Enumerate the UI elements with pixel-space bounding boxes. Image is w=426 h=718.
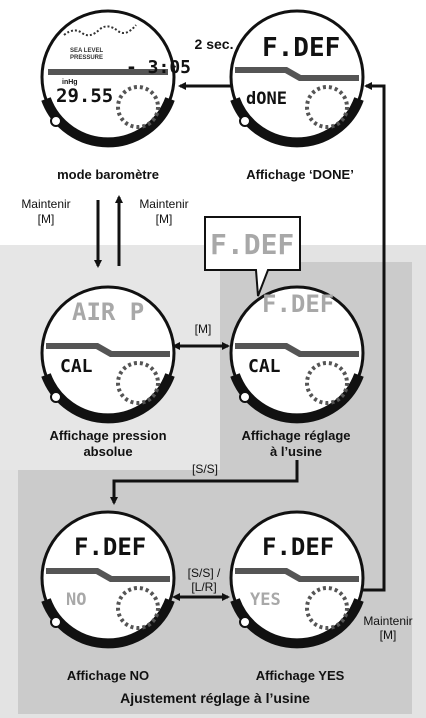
label-ss-lr-line2: [L/R] [191,580,217,594]
barometer-sea-level-text: SEA LEVEL [70,48,103,54]
label-hold-m-up-line2: [M] [155,212,173,226]
factory-bottom-text: CAL [248,356,281,377]
watch-done [229,9,365,148]
caption-no: Affichage NO [66,668,150,683]
yes-bottom-text: YES [250,590,281,610]
watch-factory [229,285,365,424]
caption-barometer: mode baromètre [57,167,159,182]
no-top-text: F.DEF [74,533,146,561]
label-ss-lr-line1: [S/S] / [187,566,221,580]
label-hold-m-down-line2: [M] [37,212,55,226]
barometer-value-right: - 3:05 [126,57,191,78]
label-hold-m-right-line1: Maintenir [363,614,413,628]
caption-yes: Affichage YES [255,668,345,683]
label-m: [M] [194,322,212,336]
pressure-top-text: AIR P [72,298,144,326]
section-title: Ajustement réglage à l’usine [120,690,310,706]
caption-pressure-line1: Affichage pression [49,428,167,443]
watch-no [40,510,176,649]
no-bottom-text: NO [66,590,86,610]
watch-barometer [40,9,176,148]
label-hold-m-down-line1: Maintenir [21,197,71,211]
caption-factory-line1: Affichage réglage [241,428,351,443]
factory-top-text: F.DEF [262,290,334,318]
pressure-bottom-text: CAL [60,356,93,377]
zoom-callout-text: F.DEF [210,228,294,261]
done-top-text: F.DEF [262,33,340,63]
label-hold-m-right-line2: [M] [379,628,397,642]
caption-factory-line2: à l’usine [269,444,323,459]
arrow-yes-to-done [362,82,386,592]
label-ss: [S/S] [191,462,218,476]
yes-top-text: F.DEF [262,533,334,561]
done-bottom-text: dONE [246,89,287,109]
arrow-factory-to-no [110,460,299,505]
barometer-bottom-value: 29.55 [56,85,113,107]
watch-yes [229,510,365,649]
label-hold-m-up-line1: Maintenir [139,197,189,211]
barometer-unit-text: inHg [62,79,78,86]
zoom-callout [204,216,301,297]
label-two-sec: 2 sec. [194,36,234,52]
barometer-pressure-text: PRESSURE [70,55,103,61]
watch-pressure [40,285,176,424]
caption-pressure-line2: absolue [83,444,133,459]
caption-done: Affichage ‘DONE’ [246,167,354,182]
